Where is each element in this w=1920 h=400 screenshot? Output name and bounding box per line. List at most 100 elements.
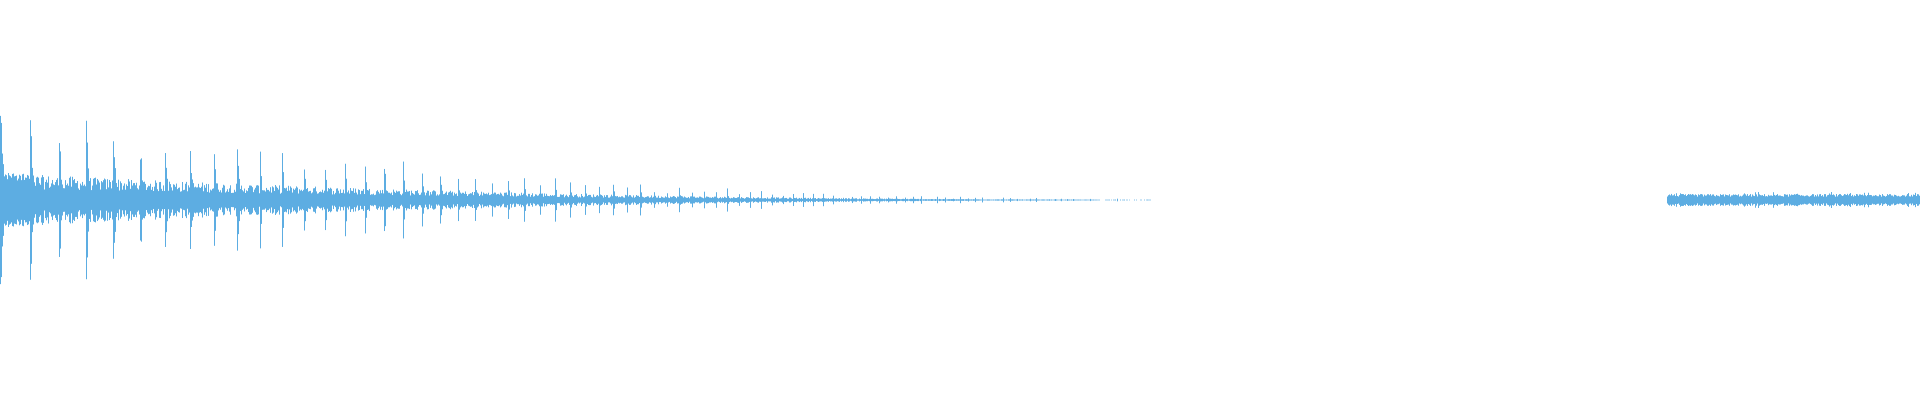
- waveform-sample: [885, 199, 886, 201]
- waveform-sample: [349, 193, 350, 207]
- waveform-sample: [482, 195, 483, 205]
- waveform-sample: [1895, 194, 1896, 206]
- waveform-sample: [72, 176, 73, 224]
- waveform-sample: [388, 192, 389, 208]
- waveform-sample: [1084, 199, 1085, 201]
- waveform-sample: [164, 190, 165, 210]
- waveform-sample: [146, 189, 147, 211]
- waveform-sample: [416, 191, 417, 209]
- waveform-sample: [419, 195, 420, 205]
- waveform-sample: [144, 181, 145, 219]
- waveform-sample: [895, 198, 896, 202]
- waveform-sample: [951, 199, 952, 201]
- waveform-sample: [205, 187, 206, 213]
- waveform-sample: [364, 194, 365, 206]
- waveform-sample: [1768, 194, 1769, 206]
- waveform-sample: [549, 196, 550, 204]
- waveform-sample: [1038, 199, 1039, 201]
- waveform-sample: [8, 173, 9, 227]
- waveform-sample: [1036, 197, 1037, 203]
- waveform-sample: [76, 183, 77, 217]
- waveform-sample: [867, 198, 868, 202]
- waveform-sample: [796, 197, 797, 203]
- waveform-sample: [1713, 194, 1714, 206]
- waveform-sample: [1809, 196, 1810, 204]
- waveform-sample: [846, 198, 847, 202]
- waveform-sample: [925, 199, 926, 201]
- waveform-sample: [1734, 194, 1735, 206]
- waveform-sample: [367, 190, 368, 210]
- waveform-sample: [532, 193, 533, 207]
- waveform-sample: [1838, 194, 1839, 206]
- waveform-sample: [380, 190, 381, 210]
- waveform-sample: [1891, 195, 1892, 205]
- waveform-sample: [492, 183, 493, 217]
- waveform-sample: [31, 136, 32, 264]
- waveform-sample: [62, 184, 63, 216]
- waveform-sample: [1735, 194, 1736, 206]
- waveform-sample: [722, 197, 723, 203]
- waveform-sample: [464, 193, 465, 207]
- waveform-sample: [50, 186, 51, 214]
- waveform-sample: [170, 184, 171, 216]
- waveform-sample: [619, 196, 620, 204]
- waveform-sample: [678, 196, 679, 204]
- waveform-sample: [305, 178, 306, 222]
- waveform-sample: [166, 167, 167, 233]
- waveform-sample: [648, 196, 649, 204]
- waveform-sample: [225, 192, 226, 208]
- waveform-sample: [721, 198, 722, 202]
- waveform-sample: [586, 193, 587, 207]
- waveform-sample: [347, 192, 348, 208]
- waveform-sample: [1847, 193, 1848, 207]
- waveform-sample: [641, 192, 642, 208]
- waveform-sample: [230, 185, 231, 215]
- waveform-sample: [1042, 199, 1043, 201]
- waveform-sample: [1816, 196, 1817, 204]
- waveform-sample: [194, 187, 195, 213]
- waveform-sample: [430, 192, 431, 208]
- waveform-sample: [751, 198, 752, 202]
- waveform-sample: [96, 184, 97, 216]
- waveform-sample: [4, 176, 5, 224]
- waveform-sample: [241, 185, 242, 215]
- waveform-sample: [1144, 199, 1145, 201]
- waveform-sample: [516, 196, 517, 204]
- waveform-sample: [376, 191, 377, 209]
- waveform-sample: [1060, 199, 1061, 201]
- waveform-sample: [10, 176, 11, 224]
- waveform-sample: [668, 197, 669, 203]
- waveform-sample: [718, 198, 719, 202]
- waveform-sample: [506, 192, 507, 208]
- waveform-sample: [599, 186, 600, 214]
- waveform-sample: [595, 197, 596, 203]
- waveform-sample: [58, 185, 59, 215]
- waveform-sample: [224, 185, 225, 215]
- waveform-sample: [541, 193, 542, 207]
- waveform-sample: [397, 191, 398, 209]
- waveform-sample: [215, 169, 216, 231]
- waveform-sample: [1692, 194, 1693, 206]
- waveform-sample: [420, 194, 421, 206]
- waveform-sample: [25, 177, 26, 223]
- waveform-sample: [1010, 198, 1011, 202]
- waveform-sample: [243, 191, 244, 209]
- waveform-sample: [674, 196, 675, 204]
- waveform-sample: [874, 199, 875, 201]
- waveform-sample: [290, 186, 291, 214]
- waveform-sample: [84, 184, 85, 216]
- waveform-sample: [550, 195, 551, 205]
- waveform-sample: [828, 198, 829, 202]
- waveform-sample: [544, 193, 545, 207]
- waveform-sample: [440, 176, 441, 224]
- waveform-sample: [360, 194, 361, 206]
- waveform-sample: [1907, 194, 1908, 206]
- waveform-sample: [791, 198, 792, 202]
- waveform-sample: [567, 196, 568, 204]
- waveform-sample: [933, 199, 934, 201]
- waveform-sample: [937, 196, 938, 204]
- waveform-sample: [909, 199, 910, 201]
- waveform-sample: [115, 168, 116, 232]
- waveform-sample: [1004, 199, 1005, 201]
- waveform-sample: [601, 195, 602, 205]
